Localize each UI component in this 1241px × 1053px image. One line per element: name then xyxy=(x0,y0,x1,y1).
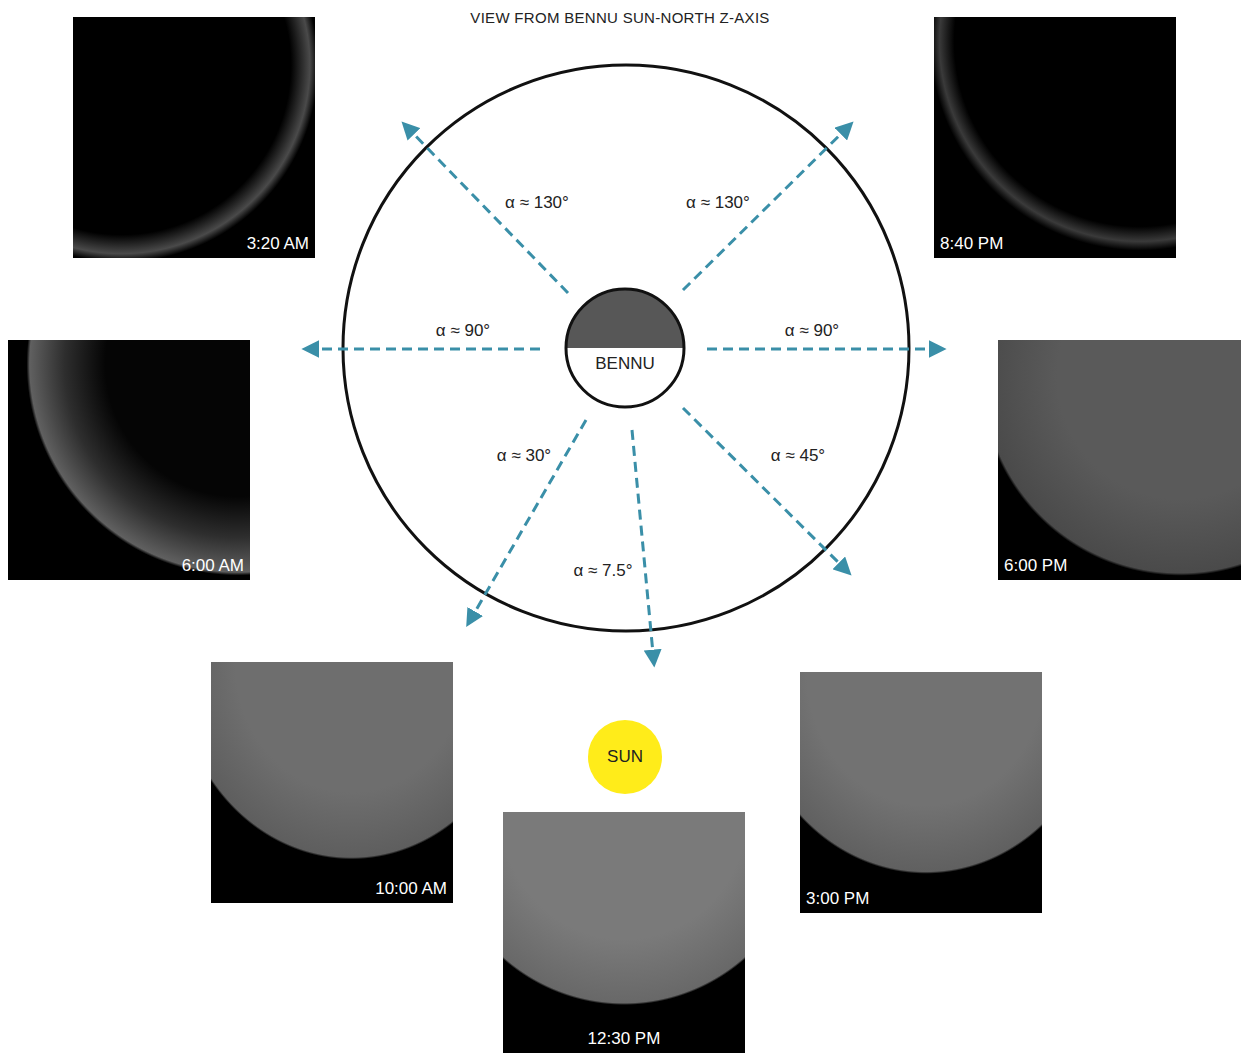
angle-label: α ≈ 30° xyxy=(494,446,554,466)
body-name: BENNU xyxy=(595,354,655,374)
time-label: 12:30 PM xyxy=(588,1029,661,1049)
time-label: 6:00 PM xyxy=(1004,556,1067,576)
angle-label: α ≈ 7.5° xyxy=(570,561,635,581)
diagram-title: VIEW FROM BENNU SUN-NORTH Z-AXIS xyxy=(470,9,769,26)
time-label: 10:00 AM xyxy=(375,879,447,899)
time-label: 8:40 PM xyxy=(940,234,1003,254)
angle-label: α ≈ 90° xyxy=(782,321,842,341)
image-panel: 6:00 PM xyxy=(998,340,1241,580)
image-panel: 10:00 AM xyxy=(211,662,453,903)
angle-label: α ≈ 90° xyxy=(433,321,493,341)
body-name: SUN xyxy=(607,747,643,767)
view-arrow xyxy=(305,348,540,351)
view-arrow xyxy=(707,348,943,351)
angle-label: α ≈ 130° xyxy=(502,193,572,213)
angle-label: α ≈ 45° xyxy=(768,446,828,466)
view-arrow xyxy=(683,124,851,290)
angle-label: α ≈ 130° xyxy=(683,193,753,213)
image-panel: 6:00 AM xyxy=(8,340,250,580)
time-label: 3:20 AM xyxy=(247,234,309,254)
asteroid-circle: BENNU xyxy=(564,287,686,409)
image-panel: 3:00 PM xyxy=(800,672,1042,913)
time-label: 6:00 AM xyxy=(182,556,244,576)
image-panel: 3:20 AM xyxy=(73,17,315,258)
image-panel: 12:30 PM xyxy=(503,812,745,1053)
view-arrow xyxy=(683,408,849,573)
sun-circle: SUN xyxy=(587,719,663,795)
asteroid-shape xyxy=(564,287,686,409)
view-arrow xyxy=(632,430,654,664)
image-panel: 8:40 PM xyxy=(934,17,1176,258)
view-arrow xyxy=(468,420,586,624)
time-label: 3:00 PM xyxy=(806,889,869,909)
